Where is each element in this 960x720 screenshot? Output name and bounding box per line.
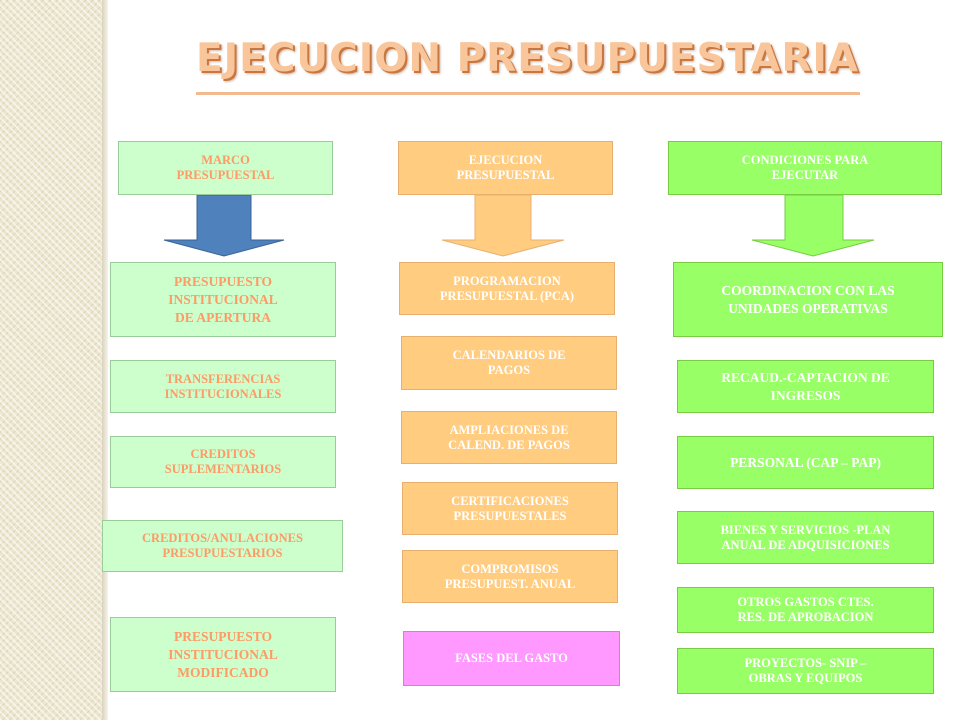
presupuesto-institucional-apertura-box: PRESUPUESTO INSTITUCIONAL DE APERTURA xyxy=(110,262,336,337)
condiciones-para-ejecutar-header: CONDICIONES PARA EJECUTAR xyxy=(668,141,942,195)
otros-gastos-corrientes-box: OTROS GASTOS CTES. RES. DE APROBACION xyxy=(677,587,934,633)
personal-cap-pap-box: PERSONAL (CAP – PAP) xyxy=(677,436,934,489)
ejecucion-presupuestal-header: EJECUCION PRESUPUESTAL xyxy=(398,141,613,195)
down-arrow-green-icon xyxy=(751,195,875,257)
transferencias-institucionales-box: TRANSFERENCIAS INSTITUCIONALES xyxy=(110,360,336,413)
ampliaciones-calendario-box: AMPLIACIONES DE CALEND. DE PAGOS xyxy=(401,411,617,464)
certificaciones-presupuestales-box: CERTIFICACIONES PRESUPUESTALES xyxy=(402,482,618,535)
presupuesto-institucional-modificado-box: PRESUPUESTO INSTITUCIONAL MODIFICADO xyxy=(110,617,336,692)
decorative-side-edge xyxy=(102,0,108,720)
down-arrow-blue-icon xyxy=(163,195,285,257)
down-arrow-orange-icon xyxy=(441,195,565,257)
decorative-side-strip xyxy=(0,0,102,720)
programacion-presupuestal-box: PROGRAMACION PRESUPUESTAL (PCA) xyxy=(399,262,615,315)
creditos-anulaciones-box: CREDITOS/ANULACIONES PRESUPUESTARIOS xyxy=(102,520,343,572)
fases-del-gasto-box: FASES DEL GASTO xyxy=(403,631,620,686)
proyectos-snip-box: PROYECTOS- SNIP – OBRAS Y EQUIPOS xyxy=(677,648,934,694)
compromisos-presupuestales-box: COMPROMISOS PRESUPUEST. ANUAL xyxy=(402,550,618,603)
calendarios-de-pagos-box: CALENDARIOS DE PAGOS xyxy=(401,336,617,390)
coordinacion-unidades-operativas-box: COORDINACION CON LAS UNIDADES OPERATIVAS xyxy=(673,262,943,337)
marco-presupuestal-header: MARCO PRESUPUESTAL xyxy=(118,141,333,195)
title-underline xyxy=(196,92,860,95)
creditos-suplementarios-box: CREDITOS SUPLEMENTARIOS xyxy=(110,436,336,488)
bienes-y-servicios-box: BIENES Y SERVICIOS -PLAN ANUAL DE ADQUIS… xyxy=(677,511,934,564)
page-title: EJECUCION PRESUPUESTARIA xyxy=(196,36,860,81)
recaudacion-captacion-ingresos-box: RECAUD.-CAPTACION DE INGRESOS xyxy=(677,360,934,413)
